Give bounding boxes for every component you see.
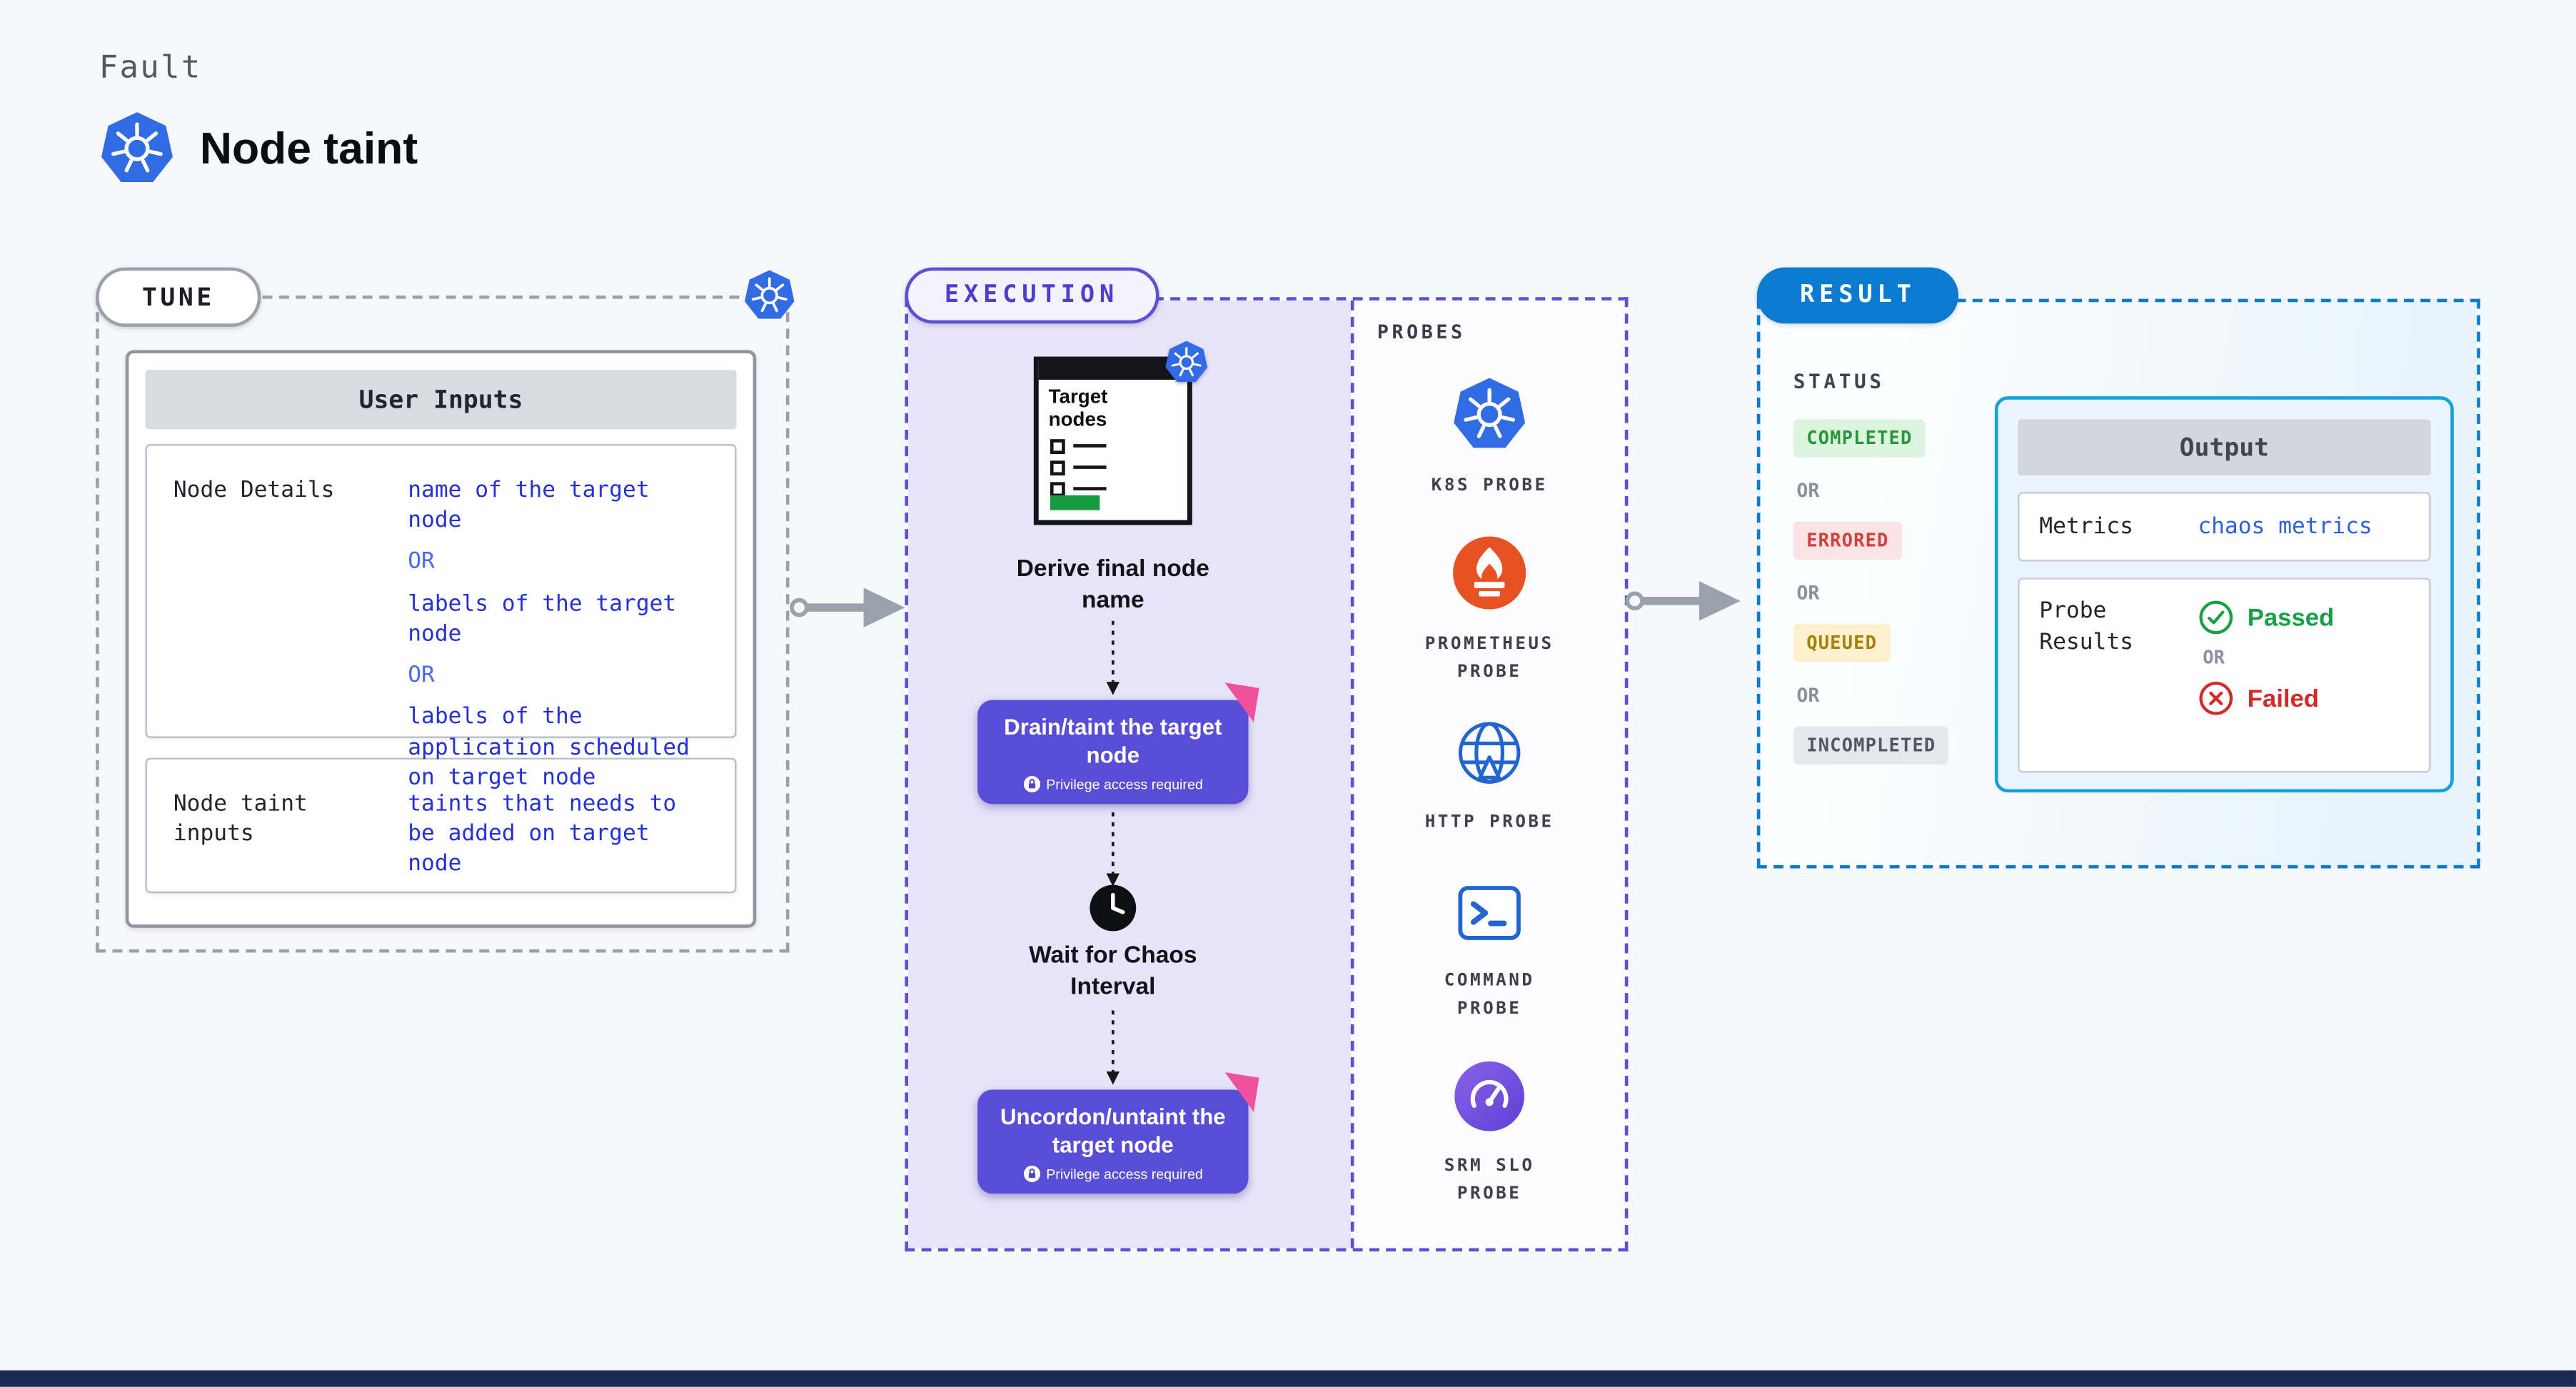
probe-name: PROMETHEUS PROBE (1424, 634, 1554, 682)
status-badge-errored: ERRORED (1793, 521, 1903, 560)
or-separator: OR (1796, 581, 1820, 605)
execution-pill: EXECUTION (905, 267, 1159, 324)
metrics-label: Metrics (2039, 513, 2133, 540)
target-nodes-checklist: Target nodes (1033, 357, 1192, 525)
kubernetes-icon (743, 269, 796, 322)
status-badge-queued: QUEUED (1793, 624, 1891, 662)
lock-icon (1023, 775, 1040, 792)
node-details-row: Node Details name of the target node OR … (145, 444, 737, 790)
probes-pane: PROBES K8S PROBE PROMETHEUS PROBE HTTP P… (1350, 300, 1625, 1249)
privilege-note: Privilege access required (991, 775, 1235, 792)
probe-results-values: Passed OR Failed (2198, 596, 2409, 755)
flow-arrow-right-icon (1625, 581, 1741, 621)
checkbox-icon (1050, 460, 1107, 476)
tune-section: TUNE User Inputs Node Details name of th… (96, 267, 796, 958)
passed-text: Passed (2247, 603, 2335, 632)
probe-prometheus: PROMETHEUS PROBE (1354, 535, 1624, 687)
node-taint-inputs-text: taints that needs to be added on target … (408, 790, 677, 878)
probe-http: HTTP PROBE (1354, 717, 1624, 838)
flow-arrow-right-icon (790, 587, 905, 627)
node-taint-inputs-row: Node taint inputs taints that needs to b… (145, 757, 737, 894)
node-details-value: name of the target node OR labels of the… (408, 465, 718, 790)
node-details-option: labels of the target node (408, 590, 677, 647)
node-details-label: Node Details (173, 477, 335, 504)
uncordon-untaint-step: Uncordon/untaint the target node Privile… (977, 1072, 1259, 1194)
fault-title: Node taint (199, 123, 418, 173)
tune-pill: TUNE (96, 267, 261, 327)
bottom-bar (0, 1370, 2576, 1387)
probes-label: PROBES (1377, 320, 1466, 344)
metrics-value: chaos metrics (2198, 513, 2373, 540)
or-separator: OR (1796, 683, 1820, 707)
derive-node-caption: Derive final node name (1016, 556, 1209, 614)
probe-results-row: Probe Results Passed OR (2018, 578, 2431, 773)
kubernetes-icon (99, 111, 175, 186)
user-inputs-card: User Inputs Node Details name of the tar… (125, 350, 757, 928)
flow-arrow-down-icon (1106, 812, 1120, 887)
node-taint-inputs-value: taints that needs to be added on target … (408, 780, 718, 877)
or-separator: OR (2203, 647, 2225, 669)
probe-passed: Passed (2198, 600, 2409, 636)
probe-name: K8S PROBE (1431, 475, 1548, 495)
metrics-row: Metrics chaos metrics (2018, 492, 2431, 562)
node-details-option: name of the target node (408, 477, 650, 534)
kubernetes-icon (1164, 340, 1209, 384)
status-label: STATUS (1793, 370, 1885, 393)
x-circle-icon (2199, 681, 2233, 715)
result-section: RESULT STATUS COMPLETED OR ERRORED OR QU… (1756, 267, 2484, 872)
step-title: Drain/taint the target node (1004, 715, 1222, 769)
output-card: Output Metrics chaos metrics Probe Resul… (1994, 396, 2454, 793)
progress-bar (1050, 495, 1100, 510)
result-pill: RESULT (1756, 267, 1959, 324)
privilege-note-text: Privilege access required (1046, 775, 1203, 792)
probe-k8s: K8S PROBE (1354, 376, 1624, 500)
fault-title-row: Node taint (99, 111, 418, 186)
node-details-option: labels of the application scheduled on t… (408, 703, 690, 791)
fault-kicker: Fault (99, 49, 202, 86)
checkbox-icon (1050, 439, 1107, 455)
probe-name: SRM SLO PROBE (1444, 1155, 1535, 1204)
execution-section: PROBES K8S PROBE PROMETHEUS PROBE HTTP P… (905, 267, 1631, 1252)
step-title: Uncordon/untaint the target node (1000, 1104, 1226, 1158)
failed-text: Failed (2247, 684, 2320, 712)
probe-results-label: Probe Results (2039, 597, 2133, 655)
status-badge-completed: COMPLETED (1793, 419, 1926, 458)
gauge-icon (1453, 1060, 1526, 1133)
checklist-title: Target nodes (1048, 384, 1108, 432)
globe-icon (1453, 717, 1526, 790)
probe-failed: Failed (2198, 680, 2409, 717)
clock-icon (1090, 884, 1137, 932)
kubernetes-icon (1451, 376, 1527, 452)
prometheus-icon (1451, 535, 1527, 610)
checklist-header-bar (1038, 361, 1187, 380)
pink-corner-ribbon-icon (1219, 682, 1259, 722)
probe-name: COMMAND PROBE (1444, 970, 1535, 1019)
pink-corner-ribbon-icon (1219, 1072, 1259, 1112)
user-inputs-title: User Inputs (145, 370, 737, 430)
flow-arrow-down-icon (1106, 620, 1120, 695)
drain-taint-step: Drain/taint the target node Privilege ac… (977, 682, 1259, 804)
flow-arrow-down-icon (1106, 1010, 1120, 1085)
terminal-icon (1455, 878, 1524, 947)
privilege-note-text: Privilege access required (1046, 1164, 1203, 1181)
or-separator: OR (408, 548, 435, 575)
node-taint-inputs-label: Node taint inputs (173, 790, 308, 847)
probe-name: HTTP PROBE (1424, 812, 1554, 832)
fault-header: Fault Node taint (99, 49, 418, 186)
check-circle-icon (2199, 600, 2233, 635)
wait-interval-caption: Wait for Chaos Interval (1029, 942, 1197, 1000)
or-separator: OR (1796, 478, 1820, 503)
status-badge-incompleted: INCOMPLETED (1793, 726, 1949, 765)
privilege-note: Privilege access required (991, 1164, 1235, 1181)
probe-command: COMMAND PROBE (1354, 878, 1624, 1024)
output-title: Output (2018, 419, 2431, 476)
lock-icon (1023, 1165, 1040, 1181)
tune-dashed-frame (96, 295, 790, 953)
or-separator: OR (408, 662, 435, 689)
probe-srm-slo: SRM SLO PROBE (1354, 1060, 1624, 1210)
